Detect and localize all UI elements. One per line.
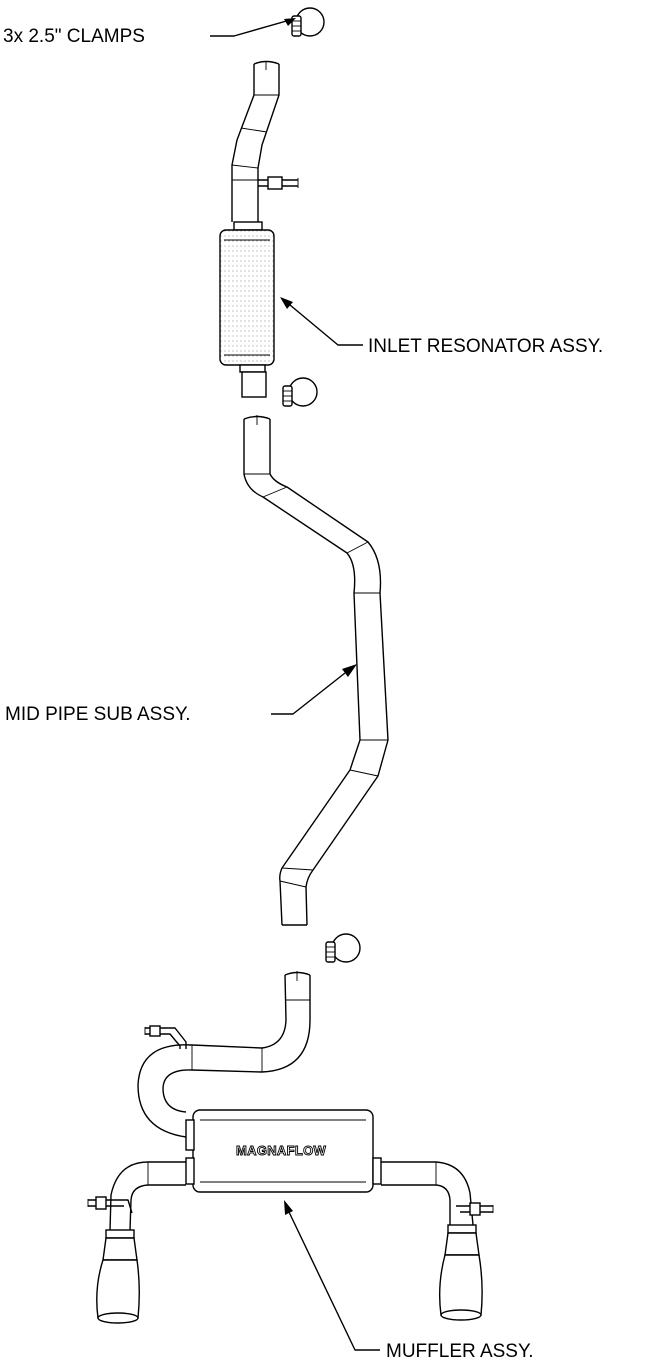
label-inlet-resonator: INLET RESONATOR ASSY. bbox=[368, 336, 603, 357]
arrowhead-icon bbox=[280, 297, 293, 309]
arrowhead-icon bbox=[284, 18, 296, 26]
label-clamps: 3x 2.5" CLAMPS bbox=[3, 26, 145, 47]
muffler-brand-logo: MAGNAFLOW bbox=[236, 1143, 326, 1158]
clamp-lower bbox=[325, 933, 361, 963]
label-muffler: MUFFLER ASSY. bbox=[386, 1341, 533, 1362]
arrowhead-icon bbox=[342, 664, 357, 677]
mid-pipe-sub-assembly bbox=[243, 415, 389, 926]
clamp-top bbox=[291, 7, 325, 37]
leader-lines bbox=[210, 18, 380, 1351]
muffler-assembly bbox=[87, 971, 494, 1324]
inlet-resonator-assembly bbox=[219, 60, 299, 398]
clamp-middle bbox=[282, 377, 318, 407]
label-mid-pipe: MID PIPE SUB ASSY. bbox=[5, 704, 191, 725]
arrowhead-icon bbox=[284, 1200, 293, 1215]
